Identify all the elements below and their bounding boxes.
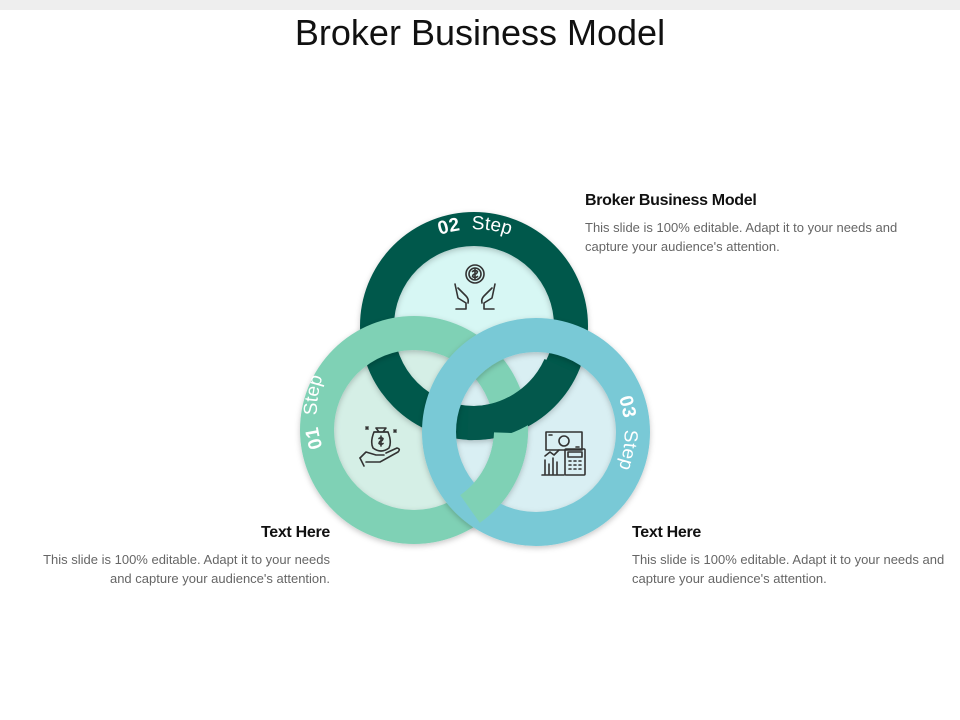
ring-step-01-overlap: [459, 431, 528, 523]
coin-in-hands-icon: [454, 264, 496, 310]
top-band: [0, 0, 960, 10]
text-block-right-heading: Text Here: [632, 524, 702, 541]
text-block-top-heading: Broker Business Model: [585, 192, 757, 209]
text-block-right-body: This slide is 100% editable. Adapt it to…: [632, 552, 945, 586]
ring-step-02-overlap: [467, 358, 576, 441]
ring-step-03: [422, 318, 650, 546]
slide-title: Broker Business Model: [294, 12, 666, 53]
text-block-right: Text Here This slide is 100% editable. A…: [632, 524, 952, 588]
text-block-left-heading: Text Here: [260, 524, 330, 541]
text-block-top-body: This slide is 100% editable. Adapt it to…: [585, 220, 898, 254]
money-bag-hand-icon: [359, 426, 401, 467]
banknote-calculator-chart-icon: [541, 431, 586, 476]
text-block-top: Broker Business Model This slide is 100%…: [585, 192, 905, 256]
text-block-left: Text Here This slide is 100% editable. A…: [20, 524, 330, 588]
text-block-left-body: This slide is 100% editable. Adapt it to…: [43, 552, 330, 586]
